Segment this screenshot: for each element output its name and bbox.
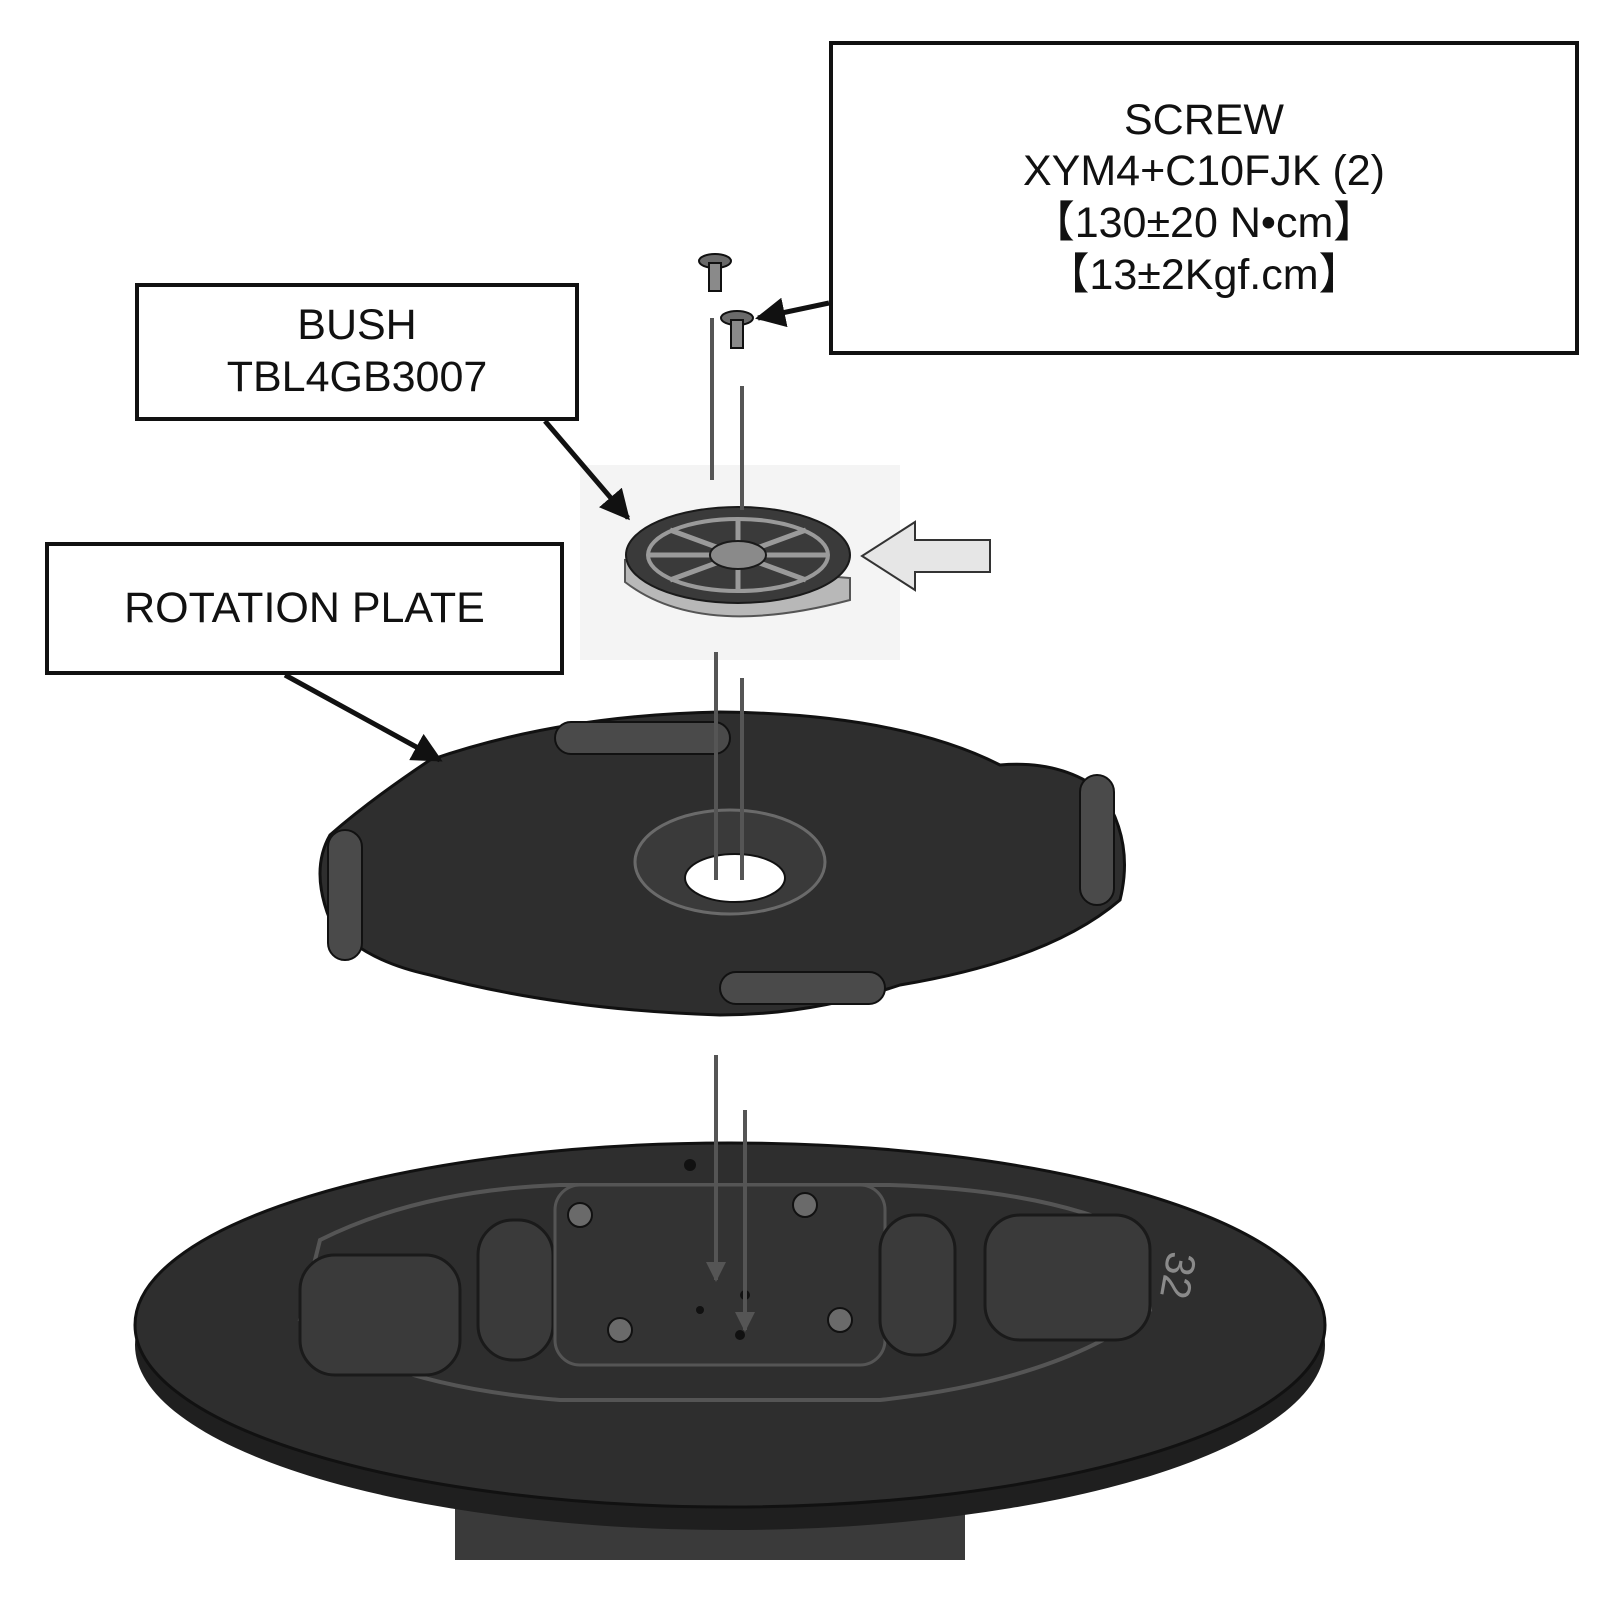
rotation-plate-slot-right xyxy=(1079,774,1115,906)
bush-leader-arrow xyxy=(543,419,630,521)
rotation-plate-slot-left xyxy=(327,829,363,961)
base-hole xyxy=(696,1306,704,1314)
rotation-plate-leader-arrow xyxy=(283,672,443,763)
bush-callout: BUSH TBL4GB3007 xyxy=(135,283,579,421)
rotation-plate xyxy=(318,710,1126,1017)
base-screw-boss xyxy=(607,1317,633,1343)
base-recess-right xyxy=(983,1213,1152,1342)
base-recess-right-inner xyxy=(878,1213,957,1357)
screw-torque-ncm: 【130±20 N•cm】 xyxy=(1031,199,1377,247)
base-screw-boss xyxy=(792,1192,818,1218)
base-turntable: 32 xyxy=(133,1141,1327,1560)
rotation-plate-slot-bottom xyxy=(719,971,886,1005)
base-marking: 32 xyxy=(1151,1248,1205,1302)
screw-shank xyxy=(708,262,722,292)
base-hole xyxy=(684,1159,696,1171)
screw-torque-kgf: 【13±2Kgf.cm】 xyxy=(1046,250,1362,299)
base-hole xyxy=(735,1330,745,1340)
bush-part-number: TBL4GB3007 xyxy=(226,353,488,401)
screw-leader-arrow xyxy=(755,297,830,328)
rotation-plate-callout: ROTATION PLATE xyxy=(45,542,564,675)
screw-right xyxy=(720,310,754,349)
rotation-plate-slot-top xyxy=(554,721,731,755)
assembly-guide-lines xyxy=(706,318,755,1332)
base-recess-left xyxy=(298,1253,462,1377)
rotation-plate-center-hole xyxy=(684,853,786,903)
base-recess-center xyxy=(553,1183,887,1367)
bush-highlight-arrow xyxy=(860,520,991,592)
screw-left xyxy=(698,253,732,292)
base-screw-boss xyxy=(827,1307,853,1333)
base-recess-left-inner xyxy=(476,1218,555,1362)
screw-name: SCREW xyxy=(1123,95,1285,144)
rotation-plate-name: ROTATION PLATE xyxy=(124,583,485,632)
screw-shank xyxy=(730,319,744,349)
bush-part xyxy=(580,465,991,660)
bush-name: BUSH xyxy=(297,301,417,350)
screw-part-number: XYM4+C10FJK (2) xyxy=(1022,147,1386,196)
bush-hub xyxy=(709,540,767,570)
screw-callout: SCREW XYM4+C10FJK (2) 【130±20 N•cm】 【13±… xyxy=(829,41,1579,355)
base-screw-boss xyxy=(567,1202,593,1228)
